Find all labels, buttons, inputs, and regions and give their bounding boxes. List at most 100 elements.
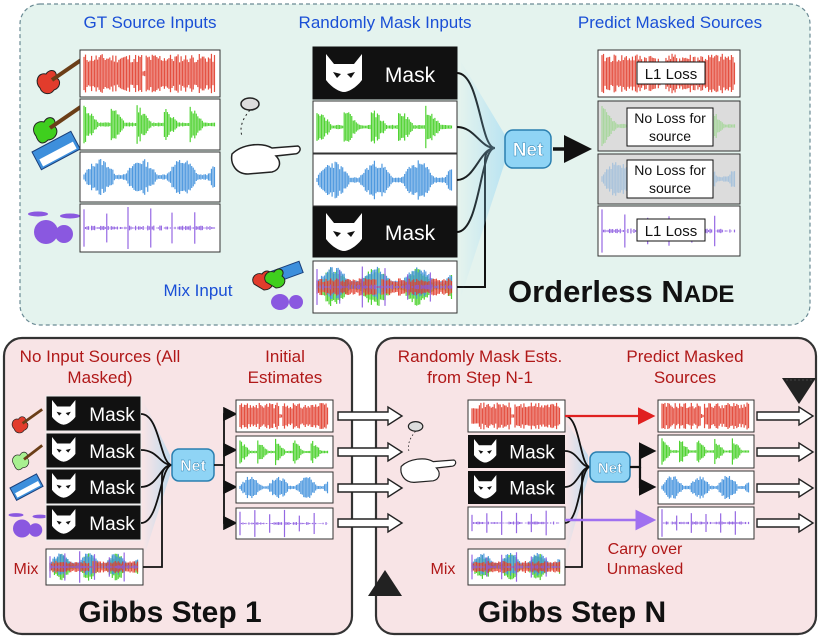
mask-label: Mask [89,514,135,535]
gibbs1-header-right: Initial Estimates [247,347,323,387]
batman-mask-icon [326,213,362,251]
batman-mask-icon [52,509,76,534]
mix-layer [49,551,139,583]
mix-waveform [49,551,139,583]
gibbsN-header-right: Predict Masked Sources [626,347,744,387]
estimate-waveform [239,476,329,499]
keyboard-icon [9,473,44,502]
continuation-arrow [756,512,815,534]
gibbsN-header-left: Randomly Mask Ests. from Step N-1 [397,347,563,387]
gibbs1-header-left: No Input Sources (All Masked) [19,347,181,387]
loss-label-3: No Loss for source [634,162,706,196]
continuation-arrow [756,441,815,463]
keyboard-icon [31,130,81,171]
guitar-waveform [471,402,561,430]
mask-label: Mask [509,443,555,464]
electric-guitar-icon [36,56,86,95]
mask-label: Mask [89,405,135,426]
orderless-nade-title: Orderless NADE [508,274,734,309]
mix-layer [316,266,453,308]
gibbs1-title: Gibbs Step 1 [78,596,261,629]
carry-over-label: Carry over Unmasked [606,541,684,578]
keys-waveform [316,160,453,200]
mask-label: Mask [509,479,555,500]
gibbs1-header-left-wrap: No Input Sources (All Masked) [19,347,181,387]
drums-waveform [661,509,750,537]
batman-mask-icon [52,473,76,498]
estimate-waveform [239,438,329,466]
gibbsN-mix-label: Mix [431,561,456,578]
loss-label-2-wrap: No Loss for source [634,110,706,144]
drumkit-icon [8,513,48,538]
drums-waveform [83,207,216,249]
fanout-arrows [214,406,238,531]
acoustic-guitar-icon [12,444,44,471]
net-glow [143,400,170,560]
batman-mask-icon [52,437,76,462]
net-label: Net [598,460,622,477]
header-predict-masked: Predict Masked Sources [578,13,762,32]
net-glow [460,60,505,300]
batman-mask-icon [326,54,362,92]
mask-label: Mask [385,64,436,87]
header-gt-sources: GT Source Inputs [84,13,217,32]
acoustic-guitar-icon [33,104,84,144]
loss-label-box [626,159,714,199]
carry-label-wrap: Carry over Unmasked [606,541,684,578]
net-label: Net [180,458,206,475]
net-label: Net [513,140,544,161]
loss-label-box [636,61,706,85]
transition-arrow [337,441,404,463]
transition-arrow [337,405,404,427]
guitar-waveform [83,53,216,94]
batman-mask-icon [474,475,497,499]
continuation-arrow [756,405,815,427]
keys-waveform [83,159,216,195]
gibbs1-mix-label: Mix [14,561,39,578]
gibbs1-header-right-wrap: Initial Estimates [247,347,323,387]
drums-waveform [471,510,561,536]
batman-mask-icon [52,400,76,425]
mask-label: Mask [385,222,436,245]
estimate-waveform [239,509,329,538]
gibbsN-header-left-wrap: Randomly Mask Ests. from Step N-1 [397,347,563,387]
loss-label-box [626,107,714,147]
mix-input-label: Mix Input [164,281,233,300]
mix-waveform [316,266,453,308]
merge-lines [140,413,173,568]
flicked-coin-hand-icon [230,97,301,175]
mix-waveform [471,552,561,582]
transition-arrow [337,512,404,534]
batman-mask-icon [474,439,497,463]
net-block[interactable] [504,129,552,169]
flicked-coin-hand-icon [400,421,457,484]
continuation-arrow [756,477,815,499]
drumkit-icon [28,211,80,244]
loss-label-box [636,218,706,242]
loss-label-4: L1 Loss [645,223,698,240]
acoustic-waveform [316,105,453,149]
gibbsN-header-right-wrap: Predict Masked Sources [626,347,744,387]
loss-label-3-wrap: No Loss for source [634,162,706,196]
fanout-arrows [630,442,657,496]
mix-instruments-icon [252,260,304,310]
transition-arrow [337,477,404,499]
spinning-top-icon [782,378,816,404]
electric-guitar-icon [11,408,44,434]
mix-layer [471,552,561,582]
guitar-waveform [661,402,750,430]
loss-label-1: L1 Loss [645,66,698,83]
acoustic-waveform [83,105,216,144]
loss-label-2: No Loss for source [634,110,706,144]
merge-lines [564,415,591,568]
header-random-mask: Randomly Mask Inputs [299,13,472,32]
estimate-waveform [239,402,329,430]
gibbsN-title: Gibbs Step N [478,596,666,629]
spinning-top-icon [368,570,402,596]
keys-waveform [661,475,750,500]
mask-label: Mask [89,478,135,499]
mask-label: Mask [89,442,135,463]
acoustic-waveform [661,438,750,465]
